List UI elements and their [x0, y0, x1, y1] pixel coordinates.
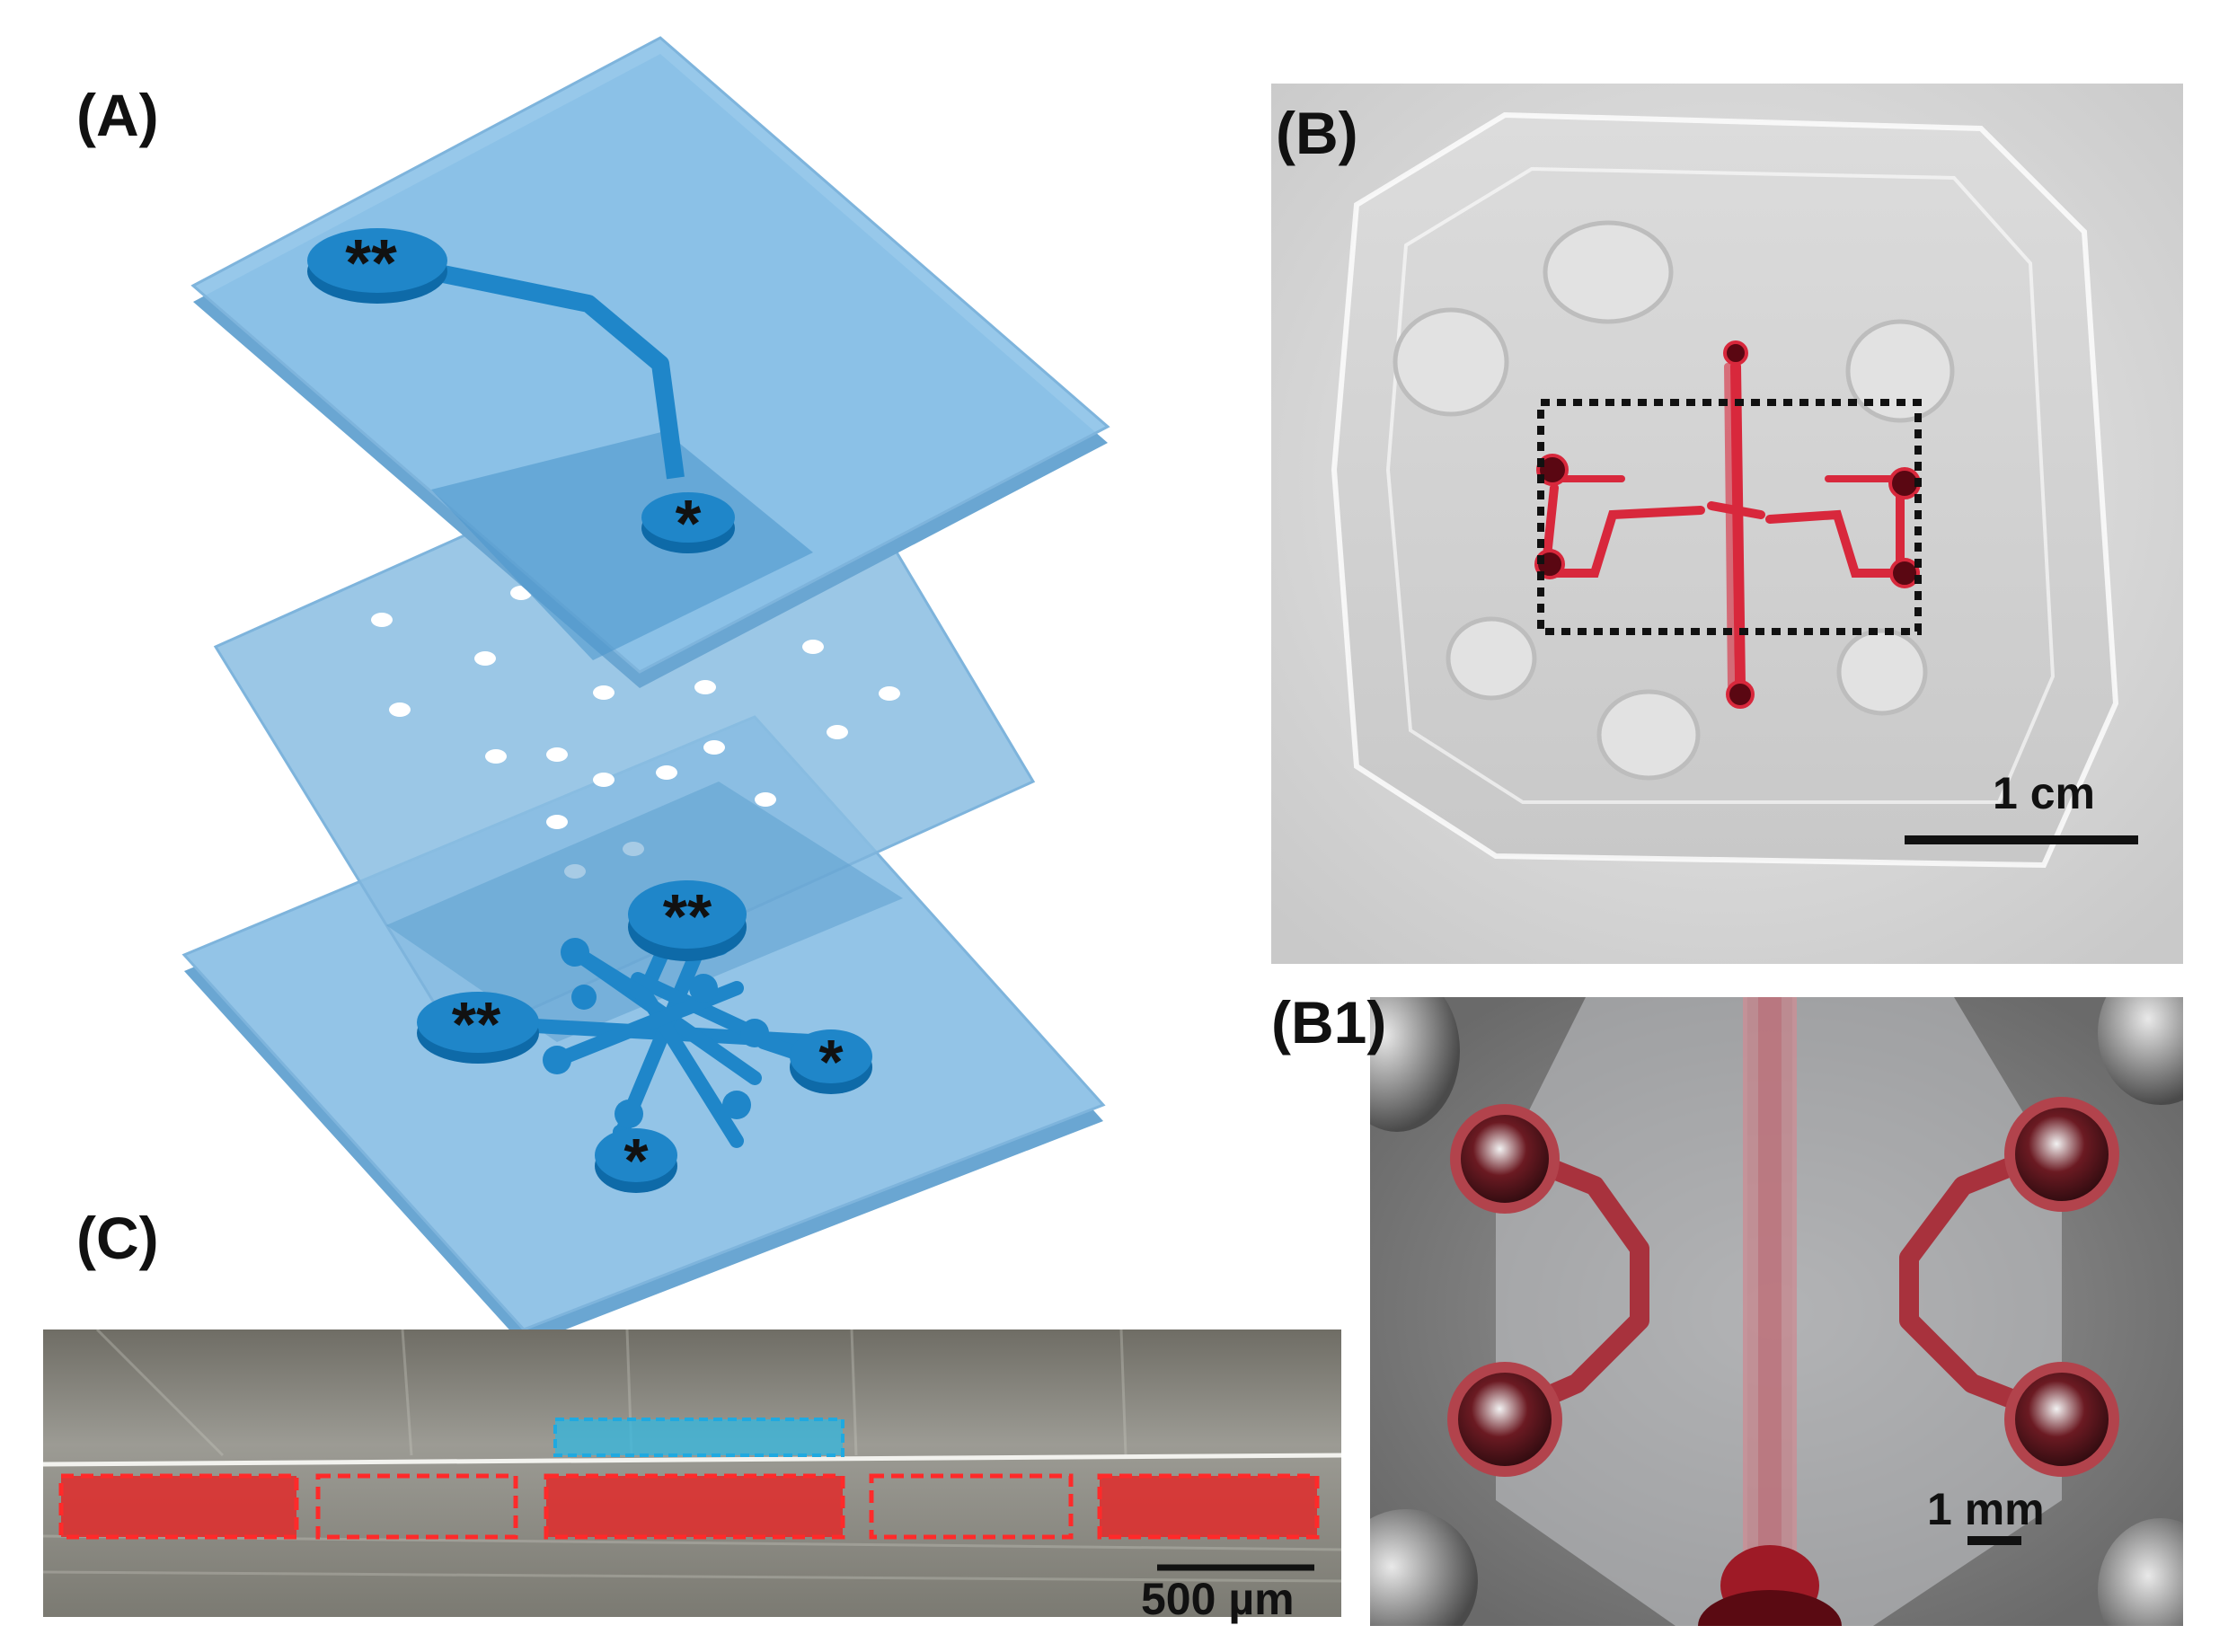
side-dye-channels	[1500, 1140, 2057, 1425]
cross-section-photo	[43, 1330, 1341, 1617]
overlap-shade-upper	[431, 431, 813, 660]
panel-a: (A)	[76, 36, 1110, 1346]
zoom-wells	[1447, 1097, 2119, 1477]
scale-label-c: 500 µm	[1141, 1574, 1295, 1624]
panel-b1-label: (B1)	[1271, 989, 1387, 1056]
chip-wells	[1393, 220, 1955, 781]
bottom-inlet-right-asterisk: *	[818, 1027, 844, 1097]
layer-stack-diagram: ** * ** ** * *	[181, 36, 1110, 1346]
top-inlet-single-asterisk: *	[676, 486, 702, 561]
dye-ports	[1534, 340, 1921, 709]
panel-b-label: (B)	[1276, 100, 1358, 166]
cyan-channel-region	[553, 1418, 844, 1457]
bottom-inlets	[417, 880, 872, 1193]
zoom-region-box	[1537, 399, 1922, 635]
scale-label-b: 1 cm	[1993, 768, 2095, 818]
bottom-inlet-top-asterisk: **	[663, 881, 712, 951]
top-inlet-double-asterisk: **	[345, 225, 397, 300]
panel-a-label: (A)	[76, 82, 159, 148]
bottom-inlet-bottom-asterisk: *	[623, 1126, 649, 1196]
corner-pins	[1370, 997, 2183, 1626]
device-photo	[1271, 84, 2183, 964]
top-channel	[307, 228, 735, 553]
bottom-inlet-left-asterisk: **	[452, 989, 501, 1059]
scale-label-b1: 1 mm	[1927, 1484, 2045, 1534]
red-channel-regions	[58, 1473, 1320, 1540]
panel-c-label: (C)	[76, 1205, 159, 1271]
zoom-photo	[1370, 997, 2183, 1626]
